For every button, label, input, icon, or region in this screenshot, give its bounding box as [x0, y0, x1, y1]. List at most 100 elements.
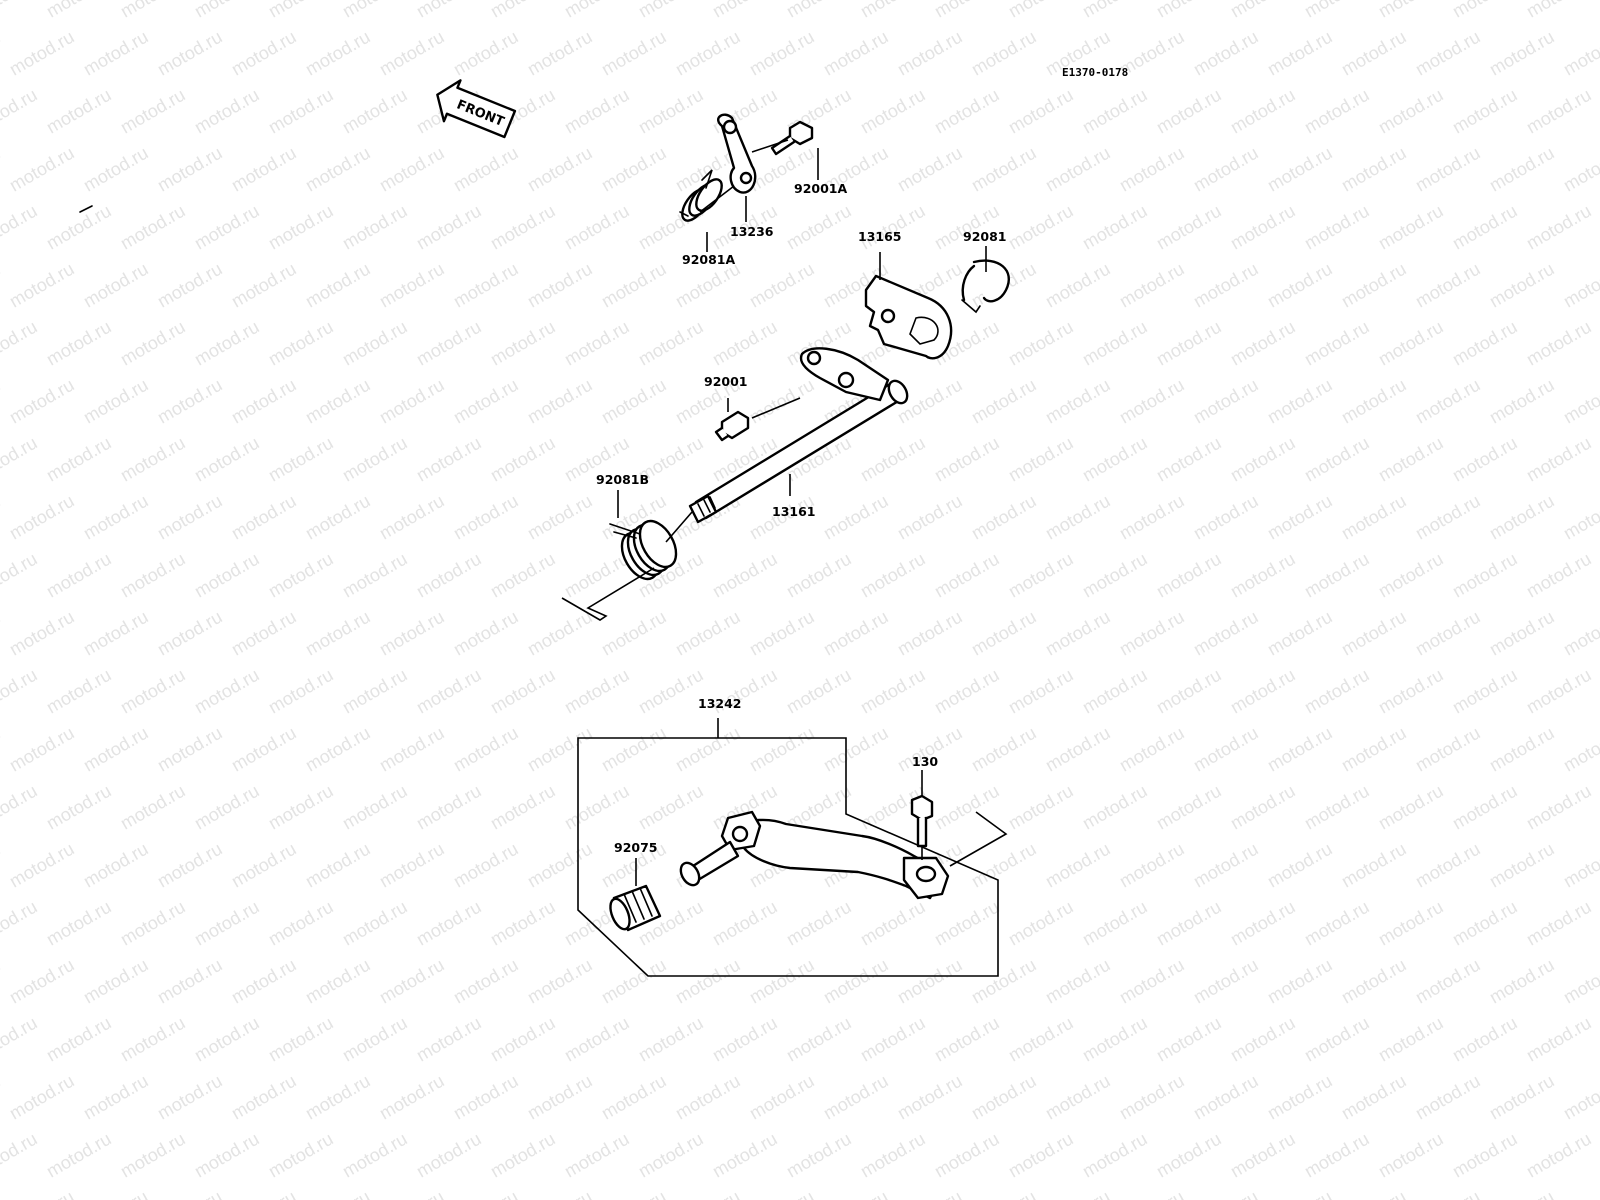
watermark-text: motod.ru [1560, 723, 1600, 776]
watermark-text: motod.ru [1042, 955, 1114, 1008]
watermark-text: motod.ru [1116, 1071, 1188, 1124]
watermark-text: motod.ru [561, 1013, 633, 1066]
watermark-text: motod.ru [1338, 1071, 1410, 1124]
watermark-text: motod.ru [43, 201, 115, 254]
watermark-text: motod.ru [524, 143, 596, 196]
watermark-text: motod.ru [746, 375, 818, 428]
watermark-text: motod.ru [1079, 1129, 1151, 1182]
watermark-text: motod.ru [524, 27, 596, 80]
watermark-text: motod.ru [1042, 1071, 1114, 1124]
watermark-text: motod.ru [376, 839, 448, 892]
watermark-text: motod.ru [1523, 0, 1595, 21]
watermark-text: motod.ru [968, 1071, 1040, 1124]
watermark-text: motod.ru [339, 85, 411, 138]
label-92001A: 92001A [794, 181, 847, 196]
watermark-text: motod.ru [1560, 955, 1600, 1008]
watermark-text: motod.ru [0, 723, 4, 776]
watermark-text: motod.ru [1449, 549, 1521, 602]
watermark-text: motod.ru [0, 27, 4, 80]
watermark-text: motod.ru [154, 723, 226, 776]
rubber-92075-icon [609, 884, 662, 932]
watermark-text: motod.ru [709, 1129, 781, 1182]
watermark-text: motod.ru [376, 27, 448, 80]
watermark-text: motod.ru [783, 549, 855, 602]
watermark-text: motod.ru [117, 781, 189, 834]
watermark-text: motod.ru [487, 781, 559, 834]
watermark-text: motod.ru [524, 1071, 596, 1124]
watermark-text: motod.ru [672, 27, 744, 80]
watermark-text: motod.ru [1190, 1071, 1262, 1124]
watermark-text: motod.ru [265, 433, 337, 486]
watermark-text: motod.ru [783, 201, 855, 254]
watermark-text: motod.ru [265, 665, 337, 718]
watermark-text: motod.ru [228, 955, 300, 1008]
watermark-text: motod.ru [1486, 839, 1558, 892]
label-13236: 13236 [730, 224, 774, 239]
watermark-text: motod.ru [1338, 27, 1410, 80]
watermark-text: motod.ru [43, 549, 115, 602]
watermark-text: motod.ru [43, 85, 115, 138]
watermark-text: motod.ru [1338, 723, 1410, 776]
watermark-text: motod.ru [1005, 549, 1077, 602]
watermark-text: motod.ru [1079, 433, 1151, 486]
watermark-text: motod.ru [635, 1129, 707, 1182]
watermark-text: motod.ru [1153, 433, 1225, 486]
watermark-text: motod.ru [154, 607, 226, 660]
watermark-text: motod.ru [265, 201, 337, 254]
watermark-text: motod.ru [117, 549, 189, 602]
watermark-text: motod.ru [1116, 955, 1188, 1008]
watermark-text: motod.ru [1486, 723, 1558, 776]
watermark-text: motod.ru [968, 955, 1040, 1008]
watermark-text: motod.ru [154, 1187, 226, 1200]
watermark-text: motod.ru [1264, 1187, 1336, 1200]
watermark-text: motod.ru [783, 1013, 855, 1066]
watermark-text: motod.ru [228, 491, 300, 544]
watermark-text: motod.ru [0, 665, 41, 718]
watermark-text: motod.ru [931, 1013, 1003, 1066]
watermark-text: motod.ru [1264, 259, 1336, 312]
watermark-text: motod.ru [339, 781, 411, 834]
watermark-text: motod.ru [80, 723, 152, 776]
watermark-text: motod.ru [1375, 0, 1447, 21]
watermark-text: motod.ru [709, 317, 781, 370]
watermark-text: motod.ru [1449, 665, 1521, 718]
watermark-text: motod.ru [191, 201, 263, 254]
watermark-text: motod.ru [931, 781, 1003, 834]
watermark-text: motod.ru [154, 259, 226, 312]
watermark-text: motod.ru [413, 433, 485, 486]
watermark-text: motod.ru [302, 839, 374, 892]
watermark-text: motod.ru [1190, 607, 1262, 660]
watermark-text: motod.ru [302, 491, 374, 544]
watermark-text: motod.ru [6, 259, 78, 312]
watermark-text: motod.ru [1116, 1187, 1188, 1200]
watermark-text: motod.ru [1560, 1187, 1600, 1200]
watermark-text: motod.ru [672, 723, 744, 776]
watermark-text: motod.ru [1338, 839, 1410, 892]
watermark-text: motod.ru [746, 607, 818, 660]
watermark-text: motod.ru [265, 317, 337, 370]
watermark-text: motod.ru [265, 781, 337, 834]
watermark-text: motod.ru [820, 1187, 892, 1200]
watermark-text: motod.ru [1116, 723, 1188, 776]
watermark-text: motod.ru [894, 607, 966, 660]
watermark-text: motod.ru [265, 85, 337, 138]
drawing-code: E1370-0178 [1062, 66, 1128, 79]
watermark-text: motod.ru [1153, 897, 1225, 950]
watermark-text: motod.ru [672, 607, 744, 660]
watermark-text: motod.ru [6, 491, 78, 544]
watermark-text: motod.ru [117, 1129, 189, 1182]
watermark-text: motod.ru [1523, 549, 1595, 602]
label-92001: 92001 [704, 374, 748, 389]
watermark-text: motod.ru [413, 897, 485, 950]
watermark-text: motod.ru [1301, 317, 1373, 370]
watermark-text: motod.ru [1005, 433, 1077, 486]
watermark-text: motod.ru [1042, 723, 1114, 776]
watermark-text: motod.ru [1190, 1187, 1262, 1200]
watermark-text: motod.ru [1190, 955, 1262, 1008]
watermark-text: motod.ru [1486, 1071, 1558, 1124]
watermark-text: motod.ru [1560, 607, 1600, 660]
watermark-text: motod.ru [1486, 375, 1558, 428]
watermark-text: motod.ru [1227, 201, 1299, 254]
watermark-text: motod.ru [1449, 0, 1521, 21]
watermark-text: motod.ru [1412, 27, 1484, 80]
